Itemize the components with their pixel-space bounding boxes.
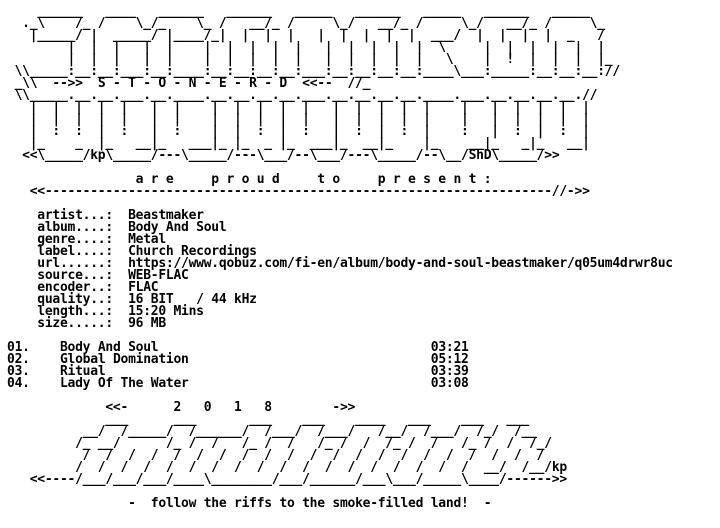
value-size: 96 MB [128, 316, 166, 331]
track-time: 03:08 [430, 376, 469, 391]
year-arrow-right: ->> [271, 400, 356, 415]
value-quality: 16 BIT / 44 kHz [128, 292, 257, 307]
logo-arrow-right: <<-- //_ [302, 76, 371, 91]
footer-slogan: - follow the riffs to the smoke-filled l… [128, 496, 492, 511]
value-album: Body And Soul [128, 220, 227, 235]
track-title: Global Domination [59, 352, 189, 367]
year: 2 0 1 8 [173, 400, 272, 415]
tag-left: kp [90, 148, 106, 163]
label-album: album....: [7, 220, 129, 235]
label-quality: quality..: [7, 292, 129, 307]
value-source: WEB-FLAC [128, 268, 189, 283]
logo-arrow-left: _\\ -->> [14, 76, 83, 91]
track-number: 03. [7, 364, 30, 379]
label-genre: genre....: [7, 232, 129, 247]
track-time: 03:21 [430, 340, 469, 355]
year-arrow-left: <<- [7, 400, 174, 415]
track-time: 05:12 [430, 352, 469, 367]
value-label: Church Recordings [128, 244, 257, 259]
footer-art: ___ ___ ___ ___ ____ ___ ___ ___ __/ /__… [75, 412, 552, 475]
value-encoder: FLAC [128, 280, 159, 295]
track-time: 03:39 [430, 364, 469, 379]
track-number: 04. [7, 376, 30, 391]
label-length: length...: [7, 304, 129, 319]
divider-line: <<--------------------------------------… [7, 184, 590, 199]
tagline: a r e p r o u d t o p r e s e n t : [135, 172, 492, 187]
label-source: source...: [7, 268, 129, 283]
track-row: 03. Ritual 03:39 [7, 364, 469, 379]
group-name: S - T - O - N - E - R - D [97, 76, 287, 91]
logo-art-top: ______ ____ ______ ______ _____ ______ _… [14, 4, 621, 79]
value-genre: Metal [128, 232, 166, 247]
track-row: 04. Lady Of The Water 03:08 [7, 376, 469, 391]
track-row: 01. Body And Soul 03:21 [7, 340, 469, 355]
nfo-text-art: ______ ____ ______ ______ _____ ______ _… [7, 4, 673, 511]
label-encoder: encoder..: [7, 280, 129, 295]
track-title: Ritual [59, 364, 106, 379]
value-length: 15:20 Mins [128, 304, 204, 319]
tag-right: ShD [468, 148, 492, 163]
label-artist: artist...: [7, 208, 129, 223]
track-number: 02. [7, 352, 30, 367]
logo-art-base: \_____/---\_____/---\___/--\___/---\____… [105, 148, 469, 163]
label-label: label....: [7, 244, 129, 259]
footer-tag: kp [551, 460, 567, 475]
value-url: https://www.qobuz.com/fi-en/album/body-a… [128, 256, 673, 271]
track-row: 02. Global Domination 05:12 [7, 352, 469, 367]
track-title: Body And Soul [59, 340, 159, 355]
track-title: Lady Of The Water [59, 376, 189, 391]
value-artist: Beastmaker [128, 208, 204, 223]
label-size: size.....: [7, 316, 129, 331]
footer-slogan-indent [7, 496, 128, 511]
footer-art-base: <<----/___/___/___/____\________/___/___… [7, 472, 568, 487]
logo-art-bottom: \\_____.__.__.___.__.____.__.__.__.__.__… [14, 88, 598, 163]
label-url: url......: [7, 256, 129, 271]
track-number: 01. [7, 340, 30, 355]
logo-art-end: \_____/>> [491, 148, 560, 163]
